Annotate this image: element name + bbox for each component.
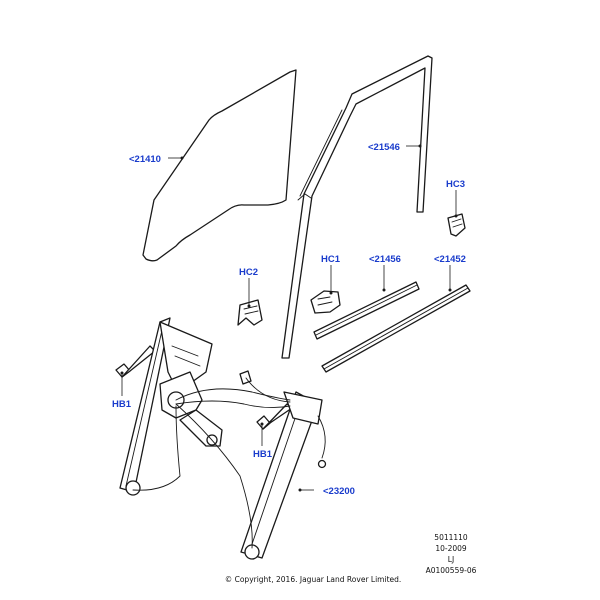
hc2-clip-part[interactable] bbox=[237, 299, 263, 326]
callout-outer-weatherstrip[interactable]: <21452 bbox=[434, 254, 466, 265]
callout-hb1-right[interactable]: HB1 bbox=[253, 449, 273, 460]
callout-hc1[interactable]: HC1 bbox=[321, 254, 341, 265]
drawing-number: A0100559-06 bbox=[425, 566, 477, 575]
callout-inner-weatherstrip[interactable]: <21456 bbox=[369, 254, 401, 265]
hc3-clip-part[interactable] bbox=[447, 213, 466, 237]
drawing-reference-block: 5011110 10-2009 LJ A0100559-06 bbox=[420, 532, 482, 576]
outer-weatherstrip-part[interactable] bbox=[321, 284, 471, 373]
hb1-bolt-left-part[interactable] bbox=[115, 345, 156, 378]
door-glass-part[interactable] bbox=[142, 69, 297, 262]
inner-weatherstrip-part[interactable] bbox=[313, 281, 420, 340]
callout-run-channel[interactable]: <21546 bbox=[368, 142, 400, 153]
glass-run-channel-part[interactable] bbox=[281, 55, 433, 359]
drawing-model: LJ bbox=[447, 555, 455, 564]
drawing-date: 10-2009 bbox=[435, 544, 467, 553]
callout-hc2[interactable]: HC2 bbox=[239, 267, 258, 278]
copyright-notice: © Copyright, 2016. Jaguar Land Rover Lim… bbox=[224, 575, 402, 584]
callout-hc3[interactable]: HC3 bbox=[446, 179, 465, 190]
hc1-clip-part[interactable] bbox=[310, 290, 341, 314]
callout-regulator[interactable]: <23200 bbox=[323, 486, 355, 497]
leader-lines bbox=[120, 144, 458, 492]
callout-glass[interactable]: <21410 bbox=[129, 154, 161, 165]
callout-hb1-left[interactable]: HB1 bbox=[112, 399, 132, 410]
drawing-code: 5011110 bbox=[434, 533, 468, 542]
window-regulator-part[interactable] bbox=[119, 317, 327, 560]
